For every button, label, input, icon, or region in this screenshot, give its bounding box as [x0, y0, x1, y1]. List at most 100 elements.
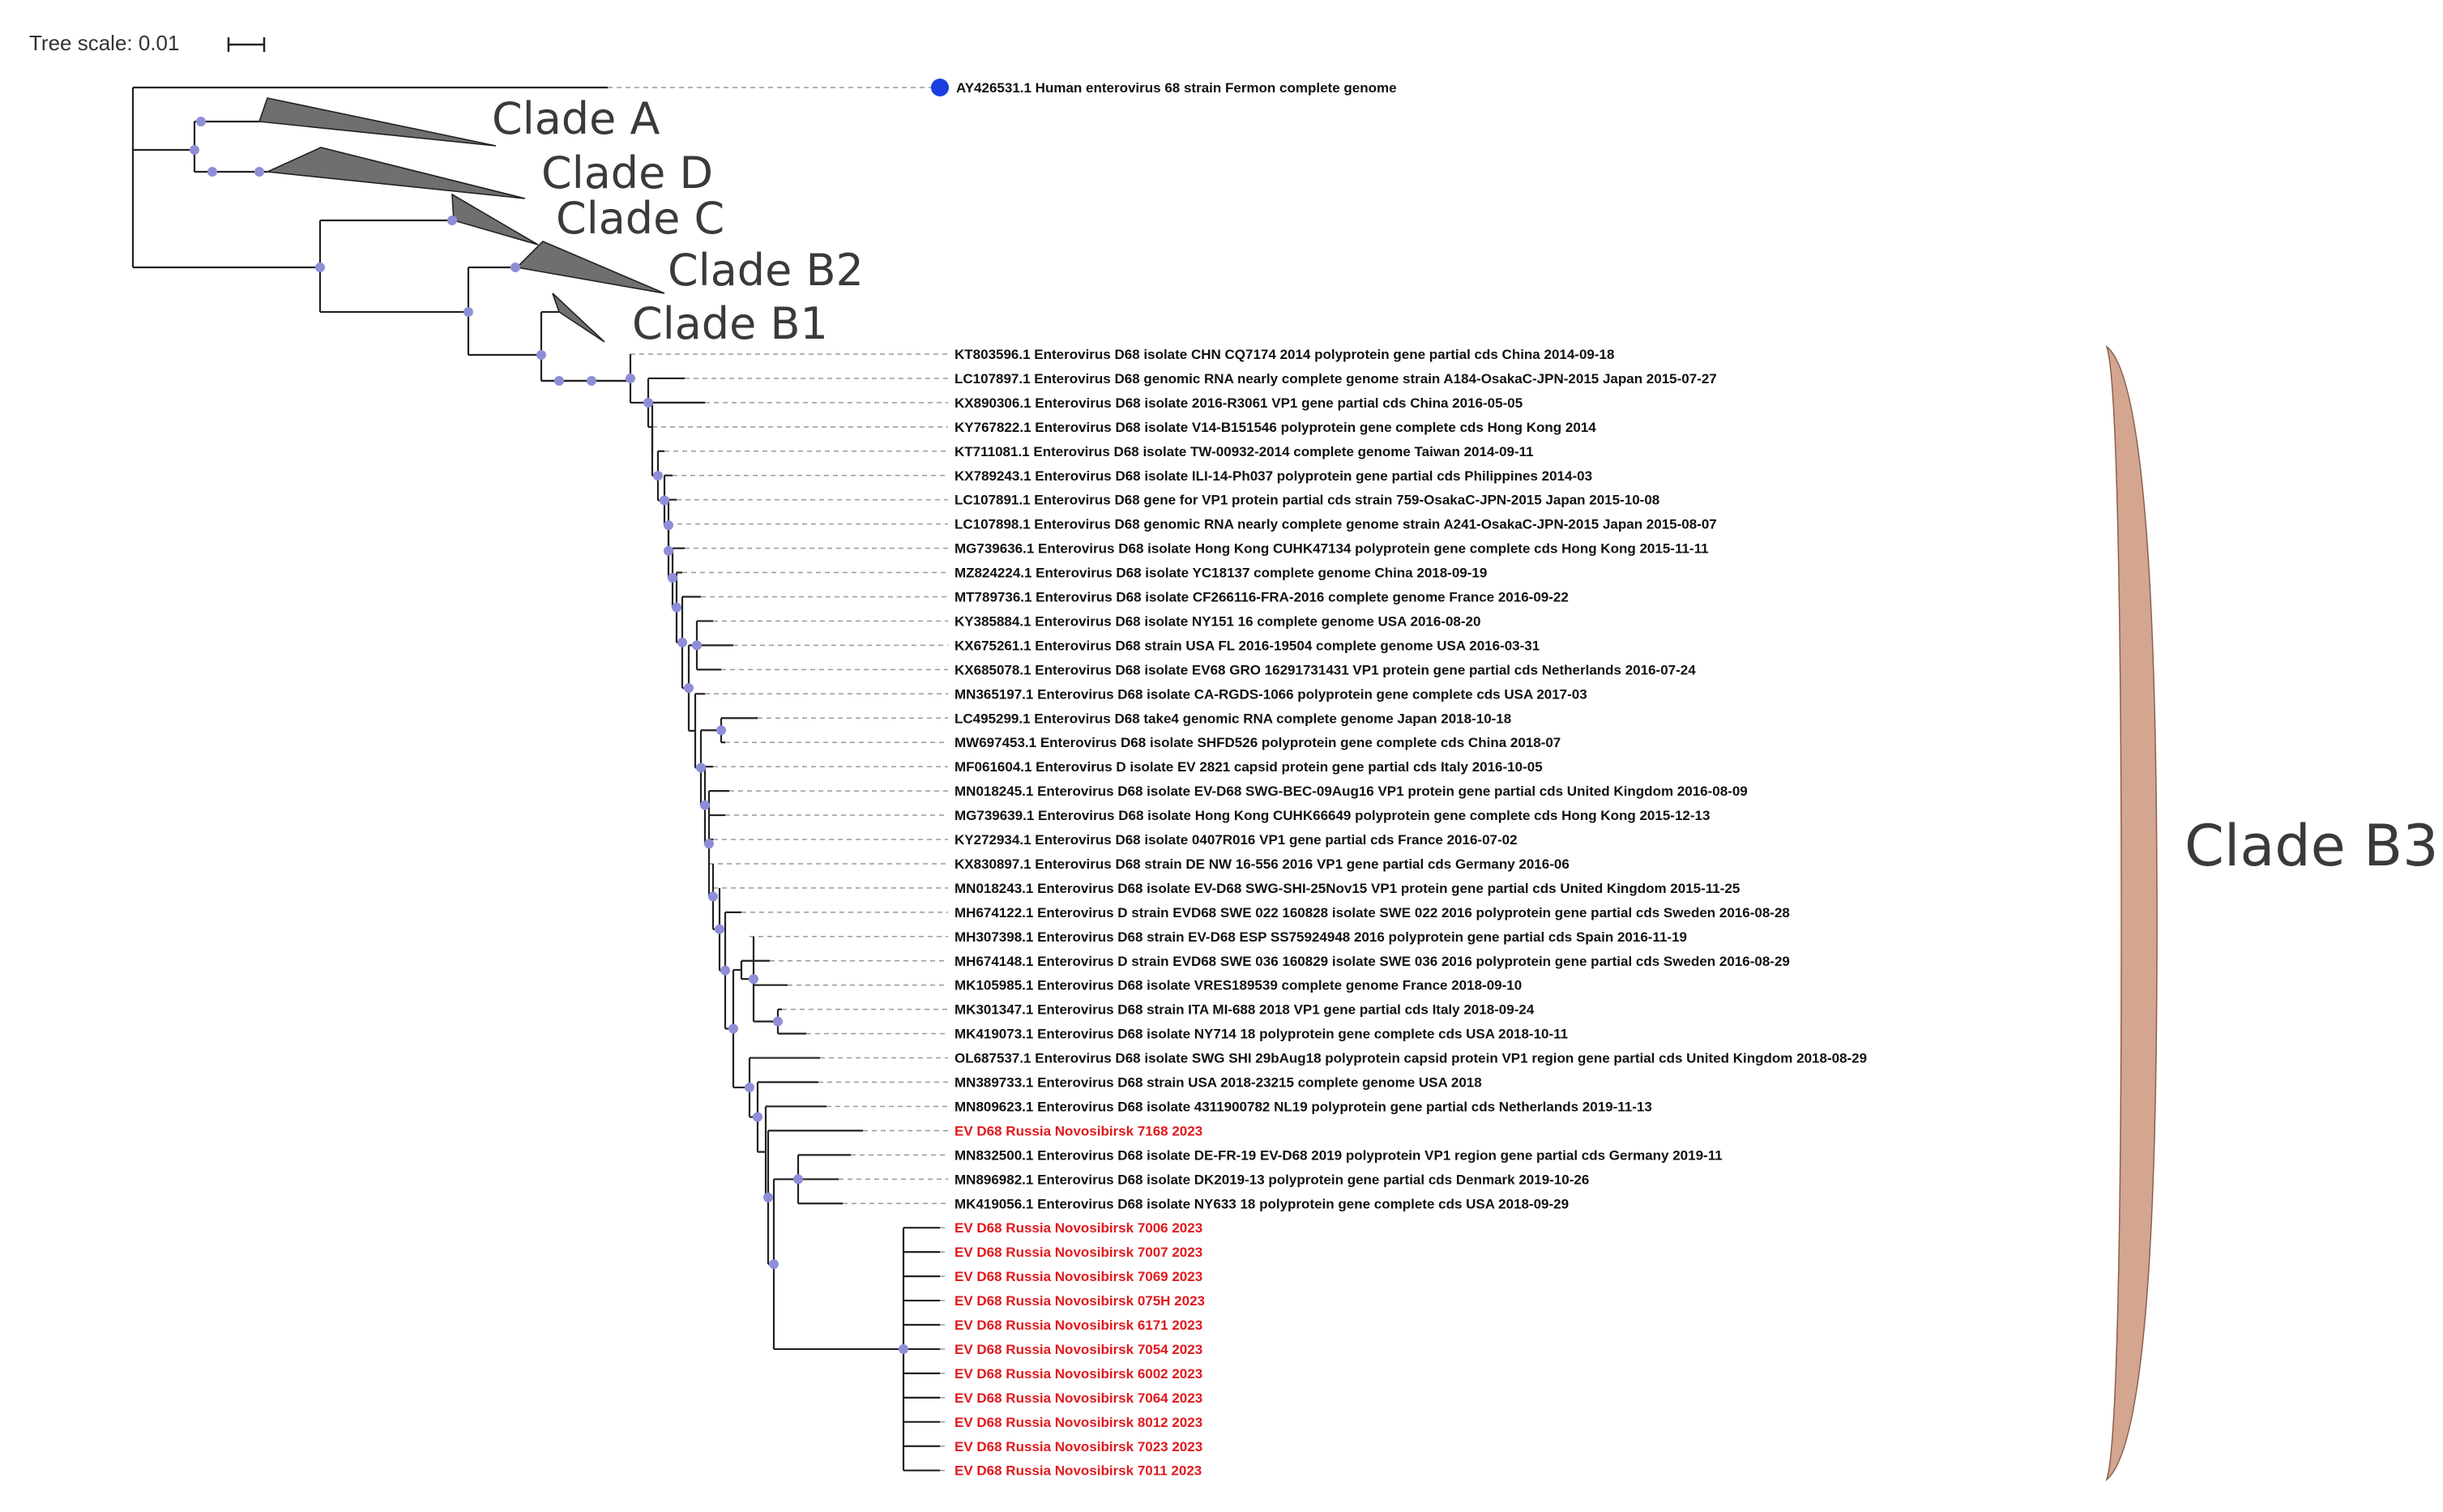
reference-leaf-label: LC495299.1 Enterovirus D68 take4 genomic…: [955, 711, 1511, 726]
clade-b3-branches: [541, 353, 948, 1471]
reference-leaf-label: KX789243.1 Enterovirus D68 isolate ILI-1…: [955, 468, 1592, 484]
node-marker: [672, 602, 681, 613]
node-marker: [190, 145, 199, 155]
node-marker: [720, 965, 730, 976]
node-marker: [715, 924, 724, 934]
node-marker: [793, 1174, 803, 1185]
collapsed-clade-b2: Clade B2: [515, 241, 864, 296]
node-marker: [554, 376, 564, 386]
clade-b1-label: Clade B1: [632, 298, 828, 349]
node-marker: [536, 350, 546, 360]
reference-leaf-label: KX890306.1 Enterovirus D68 isolate 2016-…: [955, 395, 1523, 411]
reference-leaf-label: KX675261.1 Enterovirus D68 strain USA FL…: [955, 638, 1540, 653]
reference-leaf-label: KY272934.1 Enterovirus D68 isolate 0407R…: [955, 832, 1518, 848]
reference-leaf-label: MK419073.1 Enterovirus D68 isolate NY714…: [955, 1027, 1568, 1042]
reference-leaf-label: MK105985.1 Enterovirus D68 isolate VRES1…: [955, 978, 1522, 993]
node-marker: [668, 573, 677, 583]
node-marker: [626, 373, 635, 383]
node-marker: [773, 1016, 783, 1027]
node-marker: [643, 397, 653, 408]
node-marker: [753, 1112, 762, 1122]
node-marker: [660, 495, 669, 506]
node-markers: [190, 117, 908, 1354]
russia-leaf-label: EV D68 Russia Novosibirsk 8012 2023: [955, 1415, 1202, 1430]
node-marker: [315, 263, 325, 272]
reference-leaf-label: MK301347.1 Enterovirus D68 strain ITA MI…: [955, 1002, 1535, 1018]
russia-leaf-label: EV D68 Russia Novosibirsk 7023 2023: [955, 1439, 1202, 1454]
reference-leaf-label: MW697453.1 Enterovirus D68 isolate SHFD5…: [955, 735, 1561, 750]
clade-a-label: Clade A: [492, 93, 660, 144]
node-marker: [716, 725, 726, 736]
clade-b3-bracket-shape: [2105, 344, 2158, 1482]
reference-leaf-label: KT711081.1 Enterovirus D68 isolate TW-00…: [955, 444, 1534, 459]
reference-leaf-label: MN018243.1 Enterovirus D68 isolate EV-D6…: [955, 881, 1740, 896]
node-marker: [769, 1259, 779, 1270]
node-marker: [899, 1343, 908, 1354]
reference-leaf-label: MN018245.1 Enterovirus D68 isolate EV-D6…: [955, 784, 1748, 799]
reference-leaf-label: MZ824224.1 Enterovirus D68 isolate YC181…: [955, 566, 1487, 581]
russia-leaf-label: EV D68 Russia Novosibirsk 6002 2023: [955, 1366, 1202, 1382]
russia-leaf-label: EV D68 Russia Novosibirsk 7054 2023: [955, 1342, 1202, 1357]
russia-leaf-label: EV D68 Russia Novosibirsk 7064 2023: [955, 1390, 1202, 1406]
node-marker: [664, 520, 673, 531]
reference-leaf-label: MH307398.1 Enterovirus D68 strain EV-D68…: [955, 929, 1687, 945]
node-marker: [254, 167, 264, 177]
node-marker: [728, 1023, 738, 1034]
node-marker: [463, 307, 473, 317]
scale-bar: [227, 37, 266, 52]
collapsed-clade-c: Clade C: [451, 193, 724, 246]
russia-leaf-label: EV D68 Russia Novosibirsk 075H 2023: [955, 1293, 1205, 1309]
reference-leaf-label: MN365197.1 Enterovirus D68 isolate CA-RG…: [955, 686, 1587, 702]
node-marker: [510, 263, 520, 272]
reference-leaf-label: KY767822.1 Enterovirus D68 isolate V14-B…: [955, 420, 1596, 435]
collapsed-clade-d: Clade D: [264, 147, 713, 199]
node-marker: [653, 471, 663, 481]
russia-leaf-label: EV D68 Russia Novosibirsk 7011 2023: [955, 1463, 1202, 1479]
node-marker: [207, 167, 217, 177]
reference-leaf-label: KX685078.1 Enterovirus D68 isolate EV68 …: [955, 662, 1696, 677]
node-marker: [704, 839, 714, 849]
russia-leaf-label: EV D68 Russia Novosibirsk 7006 2023: [955, 1220, 1202, 1236]
reference-leaf-label: LC107891.1 Enterovirus D68 gene for VP1 …: [955, 493, 1659, 508]
node-marker: [587, 376, 596, 386]
reference-leaf-label: MG739636.1 Enterovirus D68 isolate Hong …: [955, 541, 1709, 557]
clade-b2-label: Clade B2: [668, 245, 864, 296]
russia-leaf-label: EV D68 Russia Novosibirsk 7069 2023: [955, 1269, 1202, 1284]
reference-leaf-label: MN832500.1 Enterovirus D68 isolate DE-FR…: [955, 1147, 1723, 1163]
russia-leaf-label: EV D68 Russia Novosibirsk 7007 2023: [955, 1245, 1202, 1260]
node-marker: [749, 974, 758, 985]
reference-leaf-label: LC107897.1 Enterovirus D68 genomic RNA n…: [955, 371, 1717, 387]
reference-leaf-label: KX830897.1 Enterovirus D68 strain DE NW …: [955, 856, 1570, 872]
node-marker: [664, 545, 673, 556]
clade-b3-label: Clade B3: [2185, 813, 2439, 879]
reference-leaf-label: LC107898.1 Enterovirus D68 genomic RNA n…: [955, 517, 1717, 532]
reference-leaf-label: MG739639.1 Enterovirus D68 isolate Hong …: [955, 808, 1710, 823]
reference-leaf-label: KT803596.1 Enterovirus D68 isolate CHN C…: [955, 347, 1614, 362]
reference-leaf-label: MN809623.1 Enterovirus D68 isolate 43119…: [955, 1099, 1652, 1114]
outgroup-leaf: AY426531.1 Human enterovirus 68 strain F…: [931, 79, 1397, 96]
reference-leaf-label: MN389733.1 Enterovirus D68 strain USA 20…: [955, 1075, 1482, 1091]
node-marker: [677, 637, 687, 647]
reference-leaf-label: MT789736.1 Enterovirus D68 isolate CF266…: [955, 590, 1569, 605]
reference-leaf-label: MH674148.1 Enterovirus D strain EVD68 SW…: [955, 954, 1790, 969]
outgroup-label: AY426531.1 Human enterovirus 68 strain F…: [956, 80, 1397, 96]
clade-d-label: Clade D: [541, 147, 713, 199]
outgroup-marker: [931, 79, 949, 96]
reference-leaf-label: MK419056.1 Enterovirus D68 isolate NY633…: [955, 1196, 1569, 1211]
reference-leaf-label: MF061604.1 Enterovirus D isolate EV 2821…: [955, 759, 1543, 775]
russia-leaf-label: EV D68 Russia Novosibirsk 6171 2023: [955, 1318, 1202, 1333]
reference-leaf-label: OL687537.1 Enterovirus D68 isolate SWG S…: [955, 1051, 1867, 1066]
node-marker: [447, 216, 457, 225]
reference-leaf-label: KY385884.1 Enterovirus D68 isolate NY151…: [955, 613, 1480, 629]
reference-leaf-label: MH674122.1 Enterovirus D strain EVD68 SW…: [955, 905, 1790, 920]
tree-scale-label: Tree scale: 0.01: [29, 31, 179, 55]
clade-c-label: Clade C: [556, 193, 724, 244]
node-marker: [196, 117, 206, 126]
node-marker: [745, 1083, 754, 1093]
reference-leaf-label: MN896982.1 Enterovirus D68 isolate DK201…: [955, 1172, 1589, 1187]
collapsed-clade-a: Clade A: [258, 93, 660, 147]
leaf-labels: KT803596.1 Enterovirus D68 isolate CHN C…: [955, 347, 1867, 1479]
node-marker: [700, 800, 710, 810]
russia-leaf-label: EV D68 Russia Novosibirsk 7168 2023: [955, 1123, 1202, 1138]
